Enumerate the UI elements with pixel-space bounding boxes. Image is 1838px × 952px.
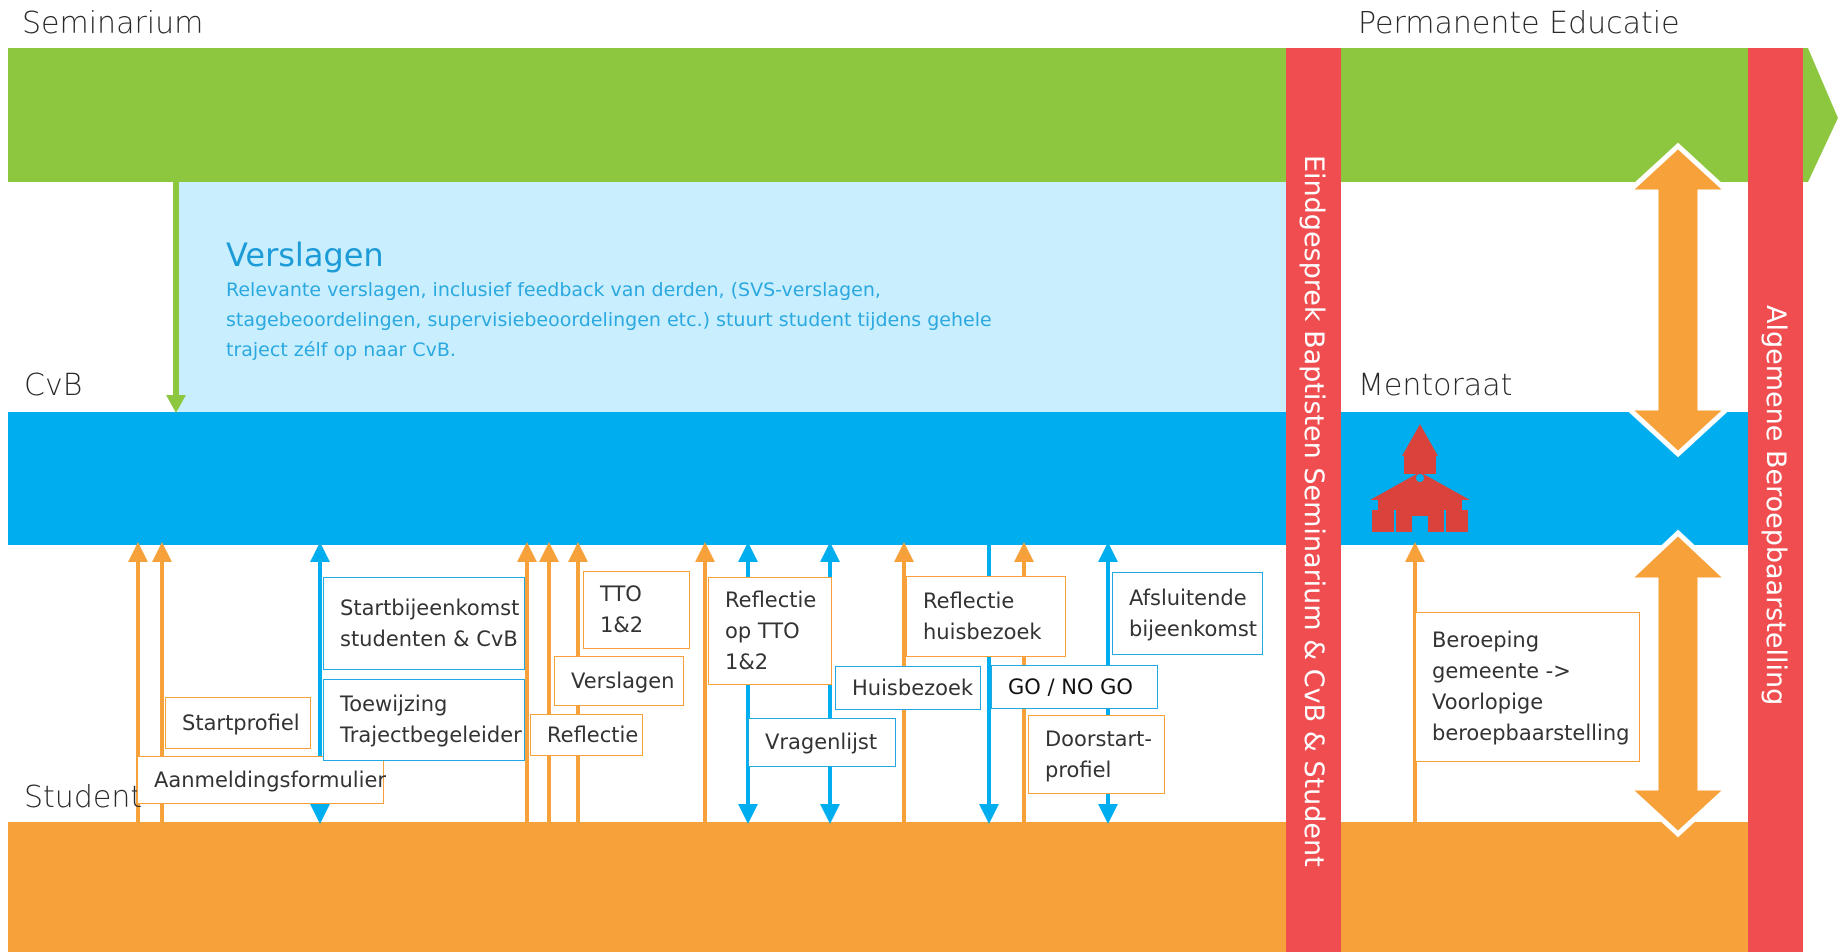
startbijeenkomst-box: Startbijeenkomst studenten & CvB xyxy=(323,577,525,670)
cvb-label: CvB xyxy=(24,368,83,403)
doorstart-box: Doorstart- profiel xyxy=(1028,715,1165,794)
verslagen-description: Relevante verslagen, inclusief feedback … xyxy=(226,279,992,361)
eindgesprek-label: Eindgesprek Baptisten Seminarium & CvB &… xyxy=(1298,155,1329,867)
verslagen-title: Verslagen xyxy=(226,236,384,274)
aanmeldingsformulier-box: Aanmeldingsformulier xyxy=(137,756,386,804)
reflectie-huisbezoek-box: Reflectie huisbezoek xyxy=(906,576,1066,657)
eindgesprek-bar xyxy=(1286,48,1341,952)
verslagen-area xyxy=(178,182,1286,412)
green-arrow-head xyxy=(166,395,186,413)
reflectie-box: Reflectie xyxy=(530,714,643,756)
student-label: Student xyxy=(24,780,143,815)
tto-box: TTO 1&2 xyxy=(583,571,690,649)
beroepbaarstelling-bar xyxy=(1748,48,1803,952)
reflectie-tto-box: Reflectie op TTO 1&2 xyxy=(708,577,832,685)
beroepbaarstelling-label: Algemene Beroepbaarstelling xyxy=(1760,305,1791,706)
huisbezoek-box: Huisbezoek xyxy=(835,666,981,710)
seminarium-band xyxy=(8,48,1838,182)
permanente-educatie-label: Permanente Educatie xyxy=(1358,6,1680,41)
big-double-arrow-bottom xyxy=(1621,529,1735,838)
verslagen-box: Verslagen xyxy=(554,656,684,706)
go-no-go-box: GO / NO GO xyxy=(991,665,1158,709)
church-icon xyxy=(1370,424,1470,532)
startprofiel-box: Startprofiel xyxy=(165,697,311,749)
seminarium-label: Seminarium xyxy=(22,6,204,41)
afsluitende-box: Afsluitende bijeenkomst xyxy=(1112,572,1263,655)
vragenlijst-box: Vragenlijst xyxy=(748,718,896,767)
big-double-arrow-top xyxy=(1621,142,1735,458)
beroeping-box: Beroeping gemeente -> Voorlopige beroepb… xyxy=(1415,612,1640,762)
toewijzing-box: Toewijzing Trajectbegeleider xyxy=(323,679,525,761)
mentoraat-label: Mentoraat xyxy=(1358,368,1513,403)
cvb-band xyxy=(8,412,1750,545)
student-band xyxy=(8,822,1750,952)
